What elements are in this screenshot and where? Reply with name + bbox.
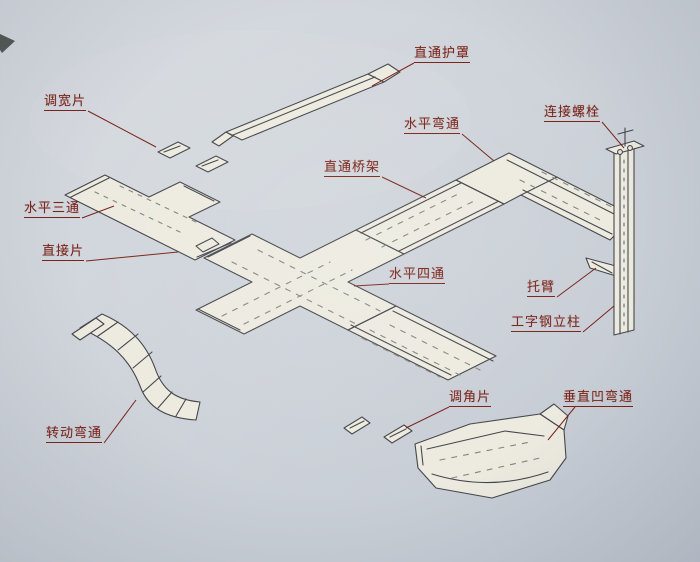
leader-horizontal-tee — [81, 205, 115, 219]
leader-width-adjust-piece — [87, 110, 157, 148]
label-width-adjust-piece: 调宽片 — [44, 93, 87, 111]
leader-straight-tray — [381, 176, 427, 199]
leader-connecting-bolt — [601, 121, 625, 149]
part-down-run-tray — [347, 305, 497, 381]
part-horizontal-tee — [64, 174, 236, 261]
label-straight-tray: 直通桥架 — [324, 159, 381, 177]
leader-connector-piece — [85, 251, 179, 262]
label-straight-cover: 直通护罩 — [414, 45, 471, 63]
leader-support-arm — [556, 267, 597, 298]
part-width-adjust-pieces — [157, 141, 229, 173]
leader-horizontal-cross — [353, 283, 390, 287]
part-horizontal-elbow — [455, 152, 635, 241]
paper-sheen — [30, 30, 470, 210]
leader-straight-cover — [371, 62, 415, 87]
label-ibeam-column: 工字钢立柱 — [511, 314, 582, 332]
label-horizontal-elbow: 水平弯通 — [404, 116, 461, 134]
part-ibeam-column — [605, 127, 645, 336]
label-vertical-concave-elbow: 垂直凹弯通 — [563, 389, 634, 407]
part-vertical-concave-elbow — [414, 403, 569, 499]
part-horizontal-cross — [195, 229, 405, 335]
leader-lines — [81, 62, 625, 444]
label-horizontal-tee: 水平三通 — [24, 200, 81, 218]
leader-vertical-concave-elbow — [547, 406, 576, 441]
label-support-arm: 托臂 — [527, 279, 556, 297]
part-straight-cover — [211, 63, 401, 147]
label-connector-piece: 直接片 — [42, 243, 85, 261]
leader-horizontal-elbow — [461, 133, 495, 162]
leader-rotating-elbow — [103, 399, 137, 444]
part-angle-adjust-pieces — [343, 416, 413, 444]
connecting-bolt-icon — [627, 145, 633, 151]
label-horizontal-cross: 水平四通 — [389, 266, 446, 284]
label-connecting-bolt: 连接螺栓 — [544, 104, 601, 122]
leader-ibeam-column — [582, 305, 615, 333]
leader-angle-adjust-piece — [405, 406, 450, 429]
label-angle-adjust-piece: 调角片 — [449, 389, 492, 407]
part-rotating-elbow — [71, 313, 201, 421]
connecting-bolt-icon — [617, 149, 623, 155]
photo-corner-mark — [0, 34, 15, 53]
label-rotating-elbow: 转动弯通 — [46, 425, 103, 443]
